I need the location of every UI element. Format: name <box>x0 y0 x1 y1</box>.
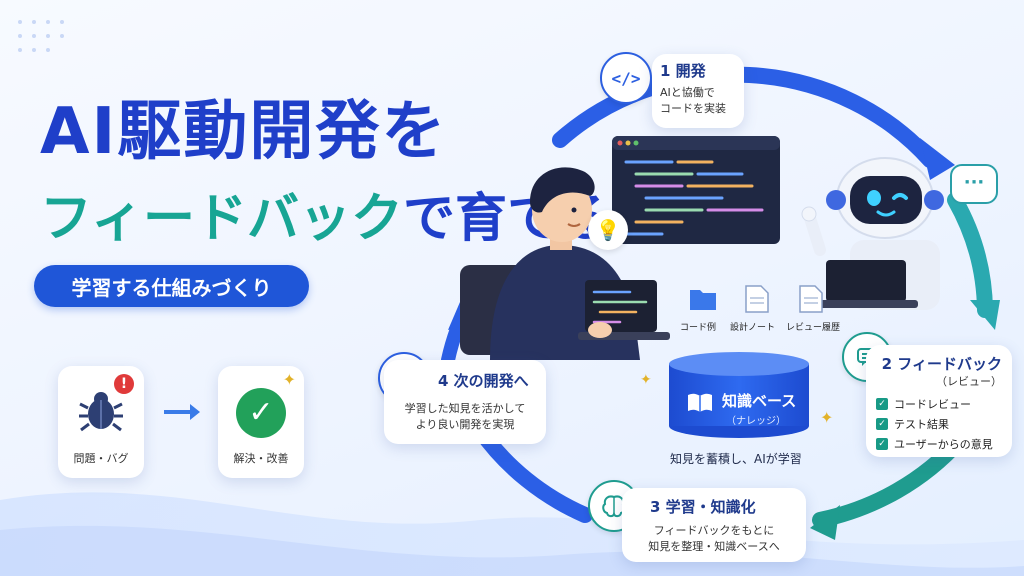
step3-box: 3 学習・知識化 フィードバックをもとに 知見を整理・知識ベースへ <box>622 488 806 562</box>
checkbox-icon: ✓ <box>876 418 888 430</box>
step4-desc1: 学習した知見を活かして <box>404 402 526 415</box>
step1-title: 1 開発 <box>660 62 706 80</box>
book-icon <box>688 393 712 412</box>
check-circle-icon: ✓ <box>236 388 286 438</box>
solution-card: ✓ ✦ 解決・改善 <box>218 366 304 478</box>
code-window <box>612 136 780 244</box>
step1-desc2: コードを実装 <box>660 102 726 115</box>
robot-illustration <box>801 157 944 310</box>
step2-sub: （レビュー） <box>936 375 1002 388</box>
knowledge-sub: （ナレッジ） <box>726 416 786 427</box>
step2-title: 2 フィードバック <box>881 355 1002 373</box>
checkbox-icon: ✓ <box>876 438 888 450</box>
check-item-3: ✓ユーザーからの意見 <box>876 436 1002 452</box>
developer-illustration <box>460 167 670 360</box>
doc-label-review: レビュー履歴 <box>786 323 841 333</box>
doc-label-design: 設計ノート <box>730 323 776 333</box>
check-item-2: ✓テスト結果 <box>876 416 1002 432</box>
knowledge-title: 知識ベース <box>722 392 797 410</box>
document-icon <box>799 285 823 313</box>
sparkle-icon: ✦ <box>640 372 652 388</box>
problem-card: ! 問題・バグ <box>58 366 144 478</box>
step4-title: 4 次の開発へ <box>438 372 529 390</box>
document-icon <box>745 285 769 313</box>
headline-feedback: フィードバック <box>40 189 403 249</box>
arrow-right-icon <box>164 404 200 420</box>
code-icon: </> <box>600 52 652 104</box>
step3-desc1: フィードバックをもとに <box>653 524 775 537</box>
checkbox-icon: ✓ <box>876 398 888 410</box>
check-item-1: ✓コードレビュー <box>876 396 1002 412</box>
sparkle-icon: ✦ <box>282 370 296 389</box>
solution-label: 解決・改善 <box>233 452 289 465</box>
database-cylinder <box>669 352 809 438</box>
doc-label-code: コード例 <box>680 323 717 333</box>
step3-title: 3 学習・知識化 <box>650 498 756 516</box>
subtitle-pill: 学習する仕組みづくり <box>34 265 309 307</box>
headline-line2: フィードバックで育てる <box>40 176 611 251</box>
alert-icon: ! <box>114 374 134 394</box>
step1-desc1: AIと協働で <box>660 86 715 99</box>
knowledge-caption: 知見を蓄積し、AIが学習 <box>670 452 802 466</box>
doc-icons-row: コード例 設計ノート レビュー履歴 <box>680 284 850 344</box>
step3-desc2: 知見を整理・知識ベースへ <box>648 540 780 553</box>
sparkle-icon: ✦ <box>820 408 834 427</box>
folder-icon <box>690 290 716 310</box>
chat-bubble-icon: ··· <box>950 164 998 204</box>
step1-box: 1 開発 AIと協働で コードを実装 <box>652 54 744 128</box>
step4-desc2: より良い開発を実現 <box>415 418 515 431</box>
bug-icon <box>79 392 123 432</box>
step4-box: 4 次の開発へ 学習した知見を活かして より良い開発を実現 <box>384 360 546 444</box>
lightbulb-icon: 💡 <box>588 210 628 250</box>
headline-line1: AI駆動開発を <box>40 95 448 169</box>
step2-box: 2 フィードバック （レビュー） ✓コードレビュー ✓テスト結果 ✓ユーザーから… <box>866 345 1012 457</box>
problem-label: 問題・バグ <box>73 452 129 465</box>
